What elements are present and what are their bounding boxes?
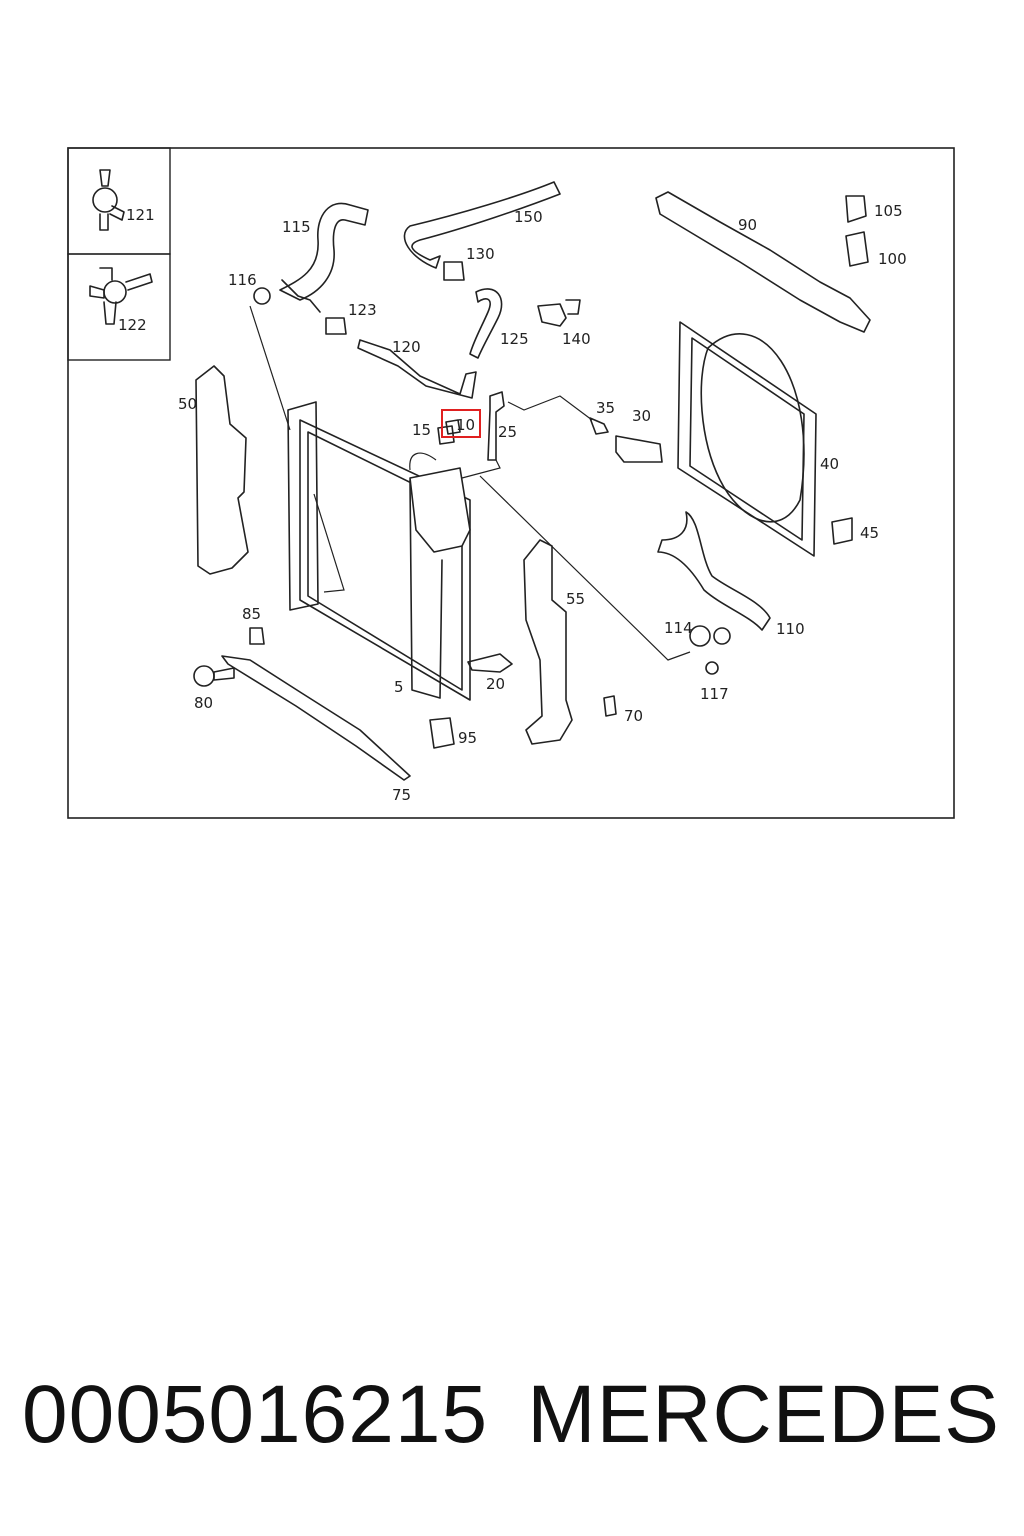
hose-110-part: [657, 511, 771, 631]
clip-45-part: [831, 517, 853, 545]
callout-75: 75: [392, 786, 411, 804]
bar-90-part: [655, 191, 871, 333]
clip-85-part: [249, 627, 265, 645]
pipe-120-part: [357, 339, 477, 399]
callout-85: 85: [242, 605, 261, 623]
clamp-116-part: [253, 287, 271, 305]
bracket-140-part: [537, 299, 581, 327]
callout-95: 95: [458, 729, 477, 747]
clamp-114-part: [689, 625, 711, 647]
callout-20: 20: [486, 675, 505, 693]
clamp-ring-part: [713, 627, 731, 645]
lead-116: [249, 305, 291, 431]
callout-105: 105: [874, 202, 903, 220]
brand-name: MERCEDES: [527, 1369, 1000, 1460]
panel-50-part: [195, 365, 249, 575]
footer: 0005016215 MERCEDES: [0, 1360, 1024, 1480]
screw-80-part: [193, 665, 235, 687]
callout-115: 115: [282, 218, 311, 236]
hose-115-part: [279, 202, 369, 301]
sensor-lead: [461, 459, 501, 479]
callout-120: 120: [392, 338, 421, 356]
callout-40: 40: [820, 455, 839, 473]
panel-55-part: [523, 539, 573, 745]
clip-70-part: [603, 695, 617, 717]
switch-30-part: [615, 435, 663, 463]
expansion-tank-part: [409, 467, 471, 553]
callout-123: 123: [348, 301, 377, 319]
inset-panel: [67, 147, 171, 361]
callout-labels: 121 122 115 150 90 105 100 116 130 123 1…: [118, 202, 907, 804]
callout-122: 122: [118, 316, 147, 334]
wire-35-lead: [507, 395, 593, 421]
callout-125: 125: [500, 330, 529, 348]
fan-shroud-40-part: [677, 321, 817, 557]
part-10-part: [445, 419, 461, 435]
callout-80: 80: [194, 694, 213, 712]
radiator-5-part: [287, 401, 471, 701]
lead-114: [479, 475, 691, 661]
clamp-121-part: [92, 169, 125, 231]
callout-110: 110: [776, 620, 805, 638]
part-number: 0005016215: [22, 1369, 489, 1460]
clamp-117-part: [705, 661, 719, 675]
callout-50: 50: [178, 395, 197, 413]
clamp-122-part: [89, 267, 153, 325]
callout-10: 10: [456, 416, 475, 434]
callout-35: 35: [596, 399, 615, 417]
callout-150: 150: [514, 208, 543, 226]
clip-105-part: [845, 195, 867, 223]
tank-hose-lead: [409, 452, 437, 471]
callout-5: 5: [394, 678, 404, 696]
callout-130: 130: [466, 245, 495, 263]
callout-90: 90: [738, 216, 757, 234]
callout-25: 25: [498, 423, 517, 441]
callout-70: 70: [624, 707, 643, 725]
clamp-123-part: [325, 317, 347, 335]
parts-diagram: 121 122 115 150 90 105 100 116 130 123 1…: [67, 147, 955, 819]
callout-121: 121: [126, 206, 155, 224]
sensor-25-part: [487, 391, 505, 461]
callout-15: 15: [412, 421, 431, 439]
callout-30: 30: [632, 407, 651, 425]
hose-125-part: [469, 288, 503, 359]
highlight-box-10: [441, 409, 481, 438]
callout-114: 114: [664, 619, 693, 637]
hose-115-stub: [281, 279, 321, 313]
callout-45: 45: [860, 524, 879, 542]
clip-100-part: [845, 231, 869, 267]
strip-75-part: [221, 655, 411, 781]
clamp-130-part: [443, 261, 465, 281]
callout-55: 55: [566, 590, 585, 608]
cap-15-part: [437, 425, 455, 445]
part-20-part: [467, 653, 513, 673]
callout-140: 140: [562, 330, 591, 348]
diagram-frame: [67, 147, 955, 819]
callout-116: 116: [228, 271, 257, 289]
part-35-part: [589, 417, 609, 435]
callout-117: 117: [700, 685, 729, 703]
callout-100: 100: [878, 250, 907, 268]
tank-side-part: [409, 479, 443, 699]
hose-150-part: [403, 181, 561, 269]
mount-95-part: [429, 717, 455, 749]
